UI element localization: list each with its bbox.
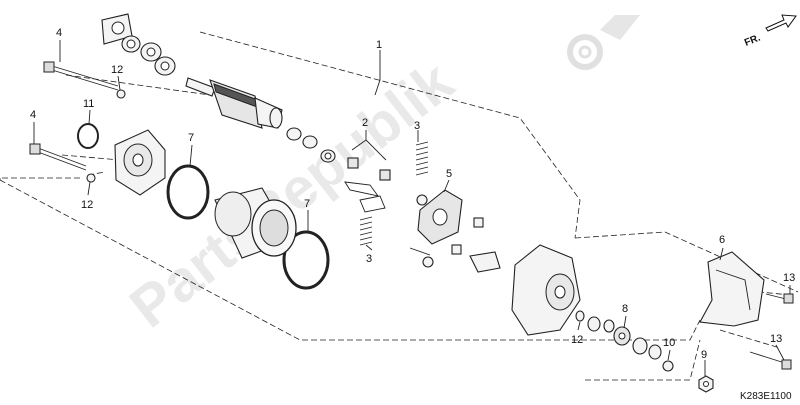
leader-lines bbox=[33, 40, 791, 376]
assembly-outline bbox=[0, 31, 799, 381]
long-bolt-top bbox=[43, 61, 119, 91]
front-cover bbox=[114, 129, 166, 196]
o-ring-large-right bbox=[282, 230, 330, 290]
front-arrow-icon bbox=[765, 14, 797, 32]
front-direction-indicator: FR. bbox=[743, 14, 797, 49]
front-direction-label: FR. bbox=[743, 32, 762, 48]
o-ring-small bbox=[77, 123, 99, 149]
brush-set bbox=[344, 157, 391, 213]
long-bolt-bottom bbox=[29, 143, 87, 171]
brush-spring-bottom bbox=[359, 216, 373, 246]
callout-11: 11 bbox=[83, 98, 94, 110]
drawing-code: K283E1100 bbox=[740, 391, 792, 402]
washer-12-top bbox=[116, 89, 126, 99]
yoke bbox=[214, 187, 297, 259]
callout-13-lower: 13 bbox=[770, 333, 782, 345]
brush-spring-top bbox=[415, 141, 429, 176]
callout-9: 9 bbox=[701, 349, 707, 361]
callout-4-bottom: 4 bbox=[30, 109, 36, 121]
callout-13-upper: 13 bbox=[783, 272, 795, 284]
washer-12-bottom bbox=[86, 173, 96, 183]
callout-12-top: 12 bbox=[111, 64, 123, 76]
rear-washers bbox=[575, 310, 674, 372]
watermark-text: PartsRepublik bbox=[118, 48, 466, 340]
bolt-13-upper bbox=[765, 293, 794, 304]
callout-5: 5 bbox=[446, 168, 452, 180]
nut bbox=[698, 375, 714, 393]
armature bbox=[185, 77, 283, 129]
bolt-13-lower bbox=[749, 351, 792, 370]
callout-3-top: 3 bbox=[414, 120, 420, 132]
callout-12-bottom: 12 bbox=[81, 199, 93, 211]
armature-washers bbox=[286, 127, 336, 163]
callout-7-right: 7 bbox=[304, 198, 310, 210]
brush-holder bbox=[409, 189, 501, 273]
end-cover bbox=[699, 251, 765, 327]
callout-2: 2 bbox=[362, 117, 368, 129]
callout-7-left: 7 bbox=[188, 132, 194, 144]
callout-12-rear: 12 bbox=[571, 334, 583, 346]
watermark: PartsRepublik bbox=[118, 48, 466, 340]
callout-10: 10 bbox=[663, 337, 675, 349]
callout-1: 1 bbox=[376, 39, 382, 51]
thrust-washers bbox=[121, 35, 176, 76]
lock-plate bbox=[101, 13, 133, 45]
callout-8: 8 bbox=[622, 303, 628, 315]
o-ring-large-left bbox=[166, 164, 210, 220]
callout-3-bottom: 3 bbox=[366, 253, 372, 265]
gear-icon bbox=[567, 15, 640, 70]
callout-labels: 1 2 3 3 4 4 5 6 7 7 8 9 10 11 12 12 12 1… bbox=[30, 27, 795, 361]
rear-cover bbox=[511, 244, 581, 336]
callout-6: 6 bbox=[719, 234, 725, 246]
callout-4-top: 4 bbox=[56, 27, 62, 39]
